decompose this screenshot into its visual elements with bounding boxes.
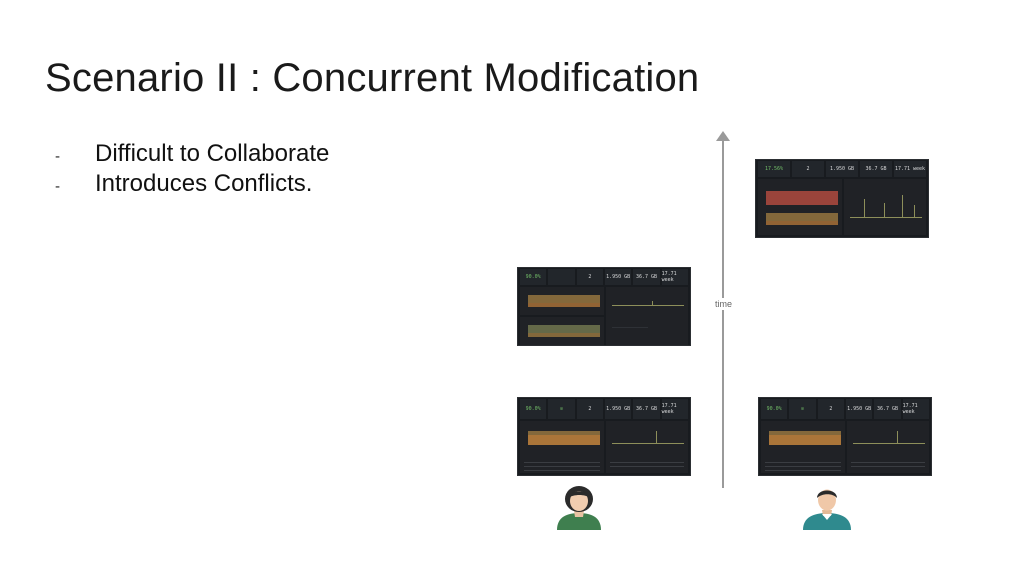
- stat-cell: 90.0%: [520, 399, 547, 419]
- stat-cell: 1.950 GB: [604, 269, 632, 285]
- stat-cell: 36.7 GB: [874, 399, 901, 419]
- stat-cell: 2: [576, 269, 603, 285]
- stat-cell: [548, 269, 575, 285]
- mini-chart: [520, 287, 604, 315]
- stat-cell: 90.0%: [761, 399, 788, 419]
- stat-cell: 17.71 week: [894, 161, 926, 177]
- stat-cell: 17.71 week: [661, 399, 688, 419]
- mini-chart: [606, 287, 688, 345]
- bullet-text: Difficult to Collaborate: [95, 140, 330, 167]
- time-axis-label: time: [713, 298, 735, 310]
- bullet-list: - Difficult to Collaborate - Introduces …: [55, 140, 329, 200]
- mini-chart: [520, 421, 604, 473]
- stat-cell: 17.71 week: [661, 269, 688, 285]
- stat-cell: 36.7 GB: [633, 269, 660, 285]
- time-arrow-head-icon: [716, 131, 730, 141]
- bullet-item: - Introduces Conflicts.: [55, 170, 329, 200]
- stat-cell: 17.56%: [758, 161, 790, 177]
- dashboard-thumbnail-bottom-right: 90.0% ⊙ 2 1.950 GB 36.7 GB 17.71 week: [758, 397, 932, 476]
- stat-cell: ⊙: [548, 399, 575, 419]
- stat-cell: 2: [817, 399, 844, 419]
- stat-cell: 17.71 week: [902, 399, 929, 419]
- female-user-icon: [557, 486, 601, 530]
- slide-title: Scenario II : Concurrent Modification: [45, 56, 700, 100]
- stat-cell: ⊙: [789, 399, 816, 419]
- mini-chart: [606, 421, 688, 473]
- stat-cell: 1.950 GB: [845, 399, 873, 419]
- dashboard-thumbnail-top-right: 17.56% 2 1.950 GB 36.7 GB 17.71 week: [755, 159, 929, 238]
- mini-chart: [758, 179, 842, 235]
- stat-cell: 1.950 GB: [604, 399, 632, 419]
- bullet-item: - Difficult to Collaborate: [55, 140, 329, 170]
- stat-cell: 2: [576, 399, 603, 419]
- stat-cell: 1.950 GB: [826, 161, 858, 177]
- bullet-marker: -: [55, 179, 61, 195]
- mini-chart: [520, 317, 604, 345]
- male-user-icon: [803, 489, 851, 530]
- bullet-marker: -: [55, 149, 61, 165]
- dashboard-thumbnail-bottom-left: 90.0% ⊙ 2 1.950 GB 36.7 GB 17.71 week: [517, 397, 691, 476]
- mini-chart: [847, 421, 929, 473]
- bullet-text: Introduces Conflicts.: [95, 170, 313, 197]
- stat-cell: 36.7 GB: [860, 161, 892, 177]
- dashboard-thumbnail-middle-left: 90.0% 2 1.950 GB 36.7 GB 17.71 week: [517, 267, 691, 346]
- stat-cell: 90.0%: [520, 269, 547, 285]
- stat-cell: 36.7 GB: [633, 399, 660, 419]
- stat-cell: 2: [792, 161, 824, 177]
- mini-chart: [761, 421, 845, 473]
- mini-chart: [844, 179, 926, 235]
- time-arrow-shaft: [722, 140, 724, 488]
